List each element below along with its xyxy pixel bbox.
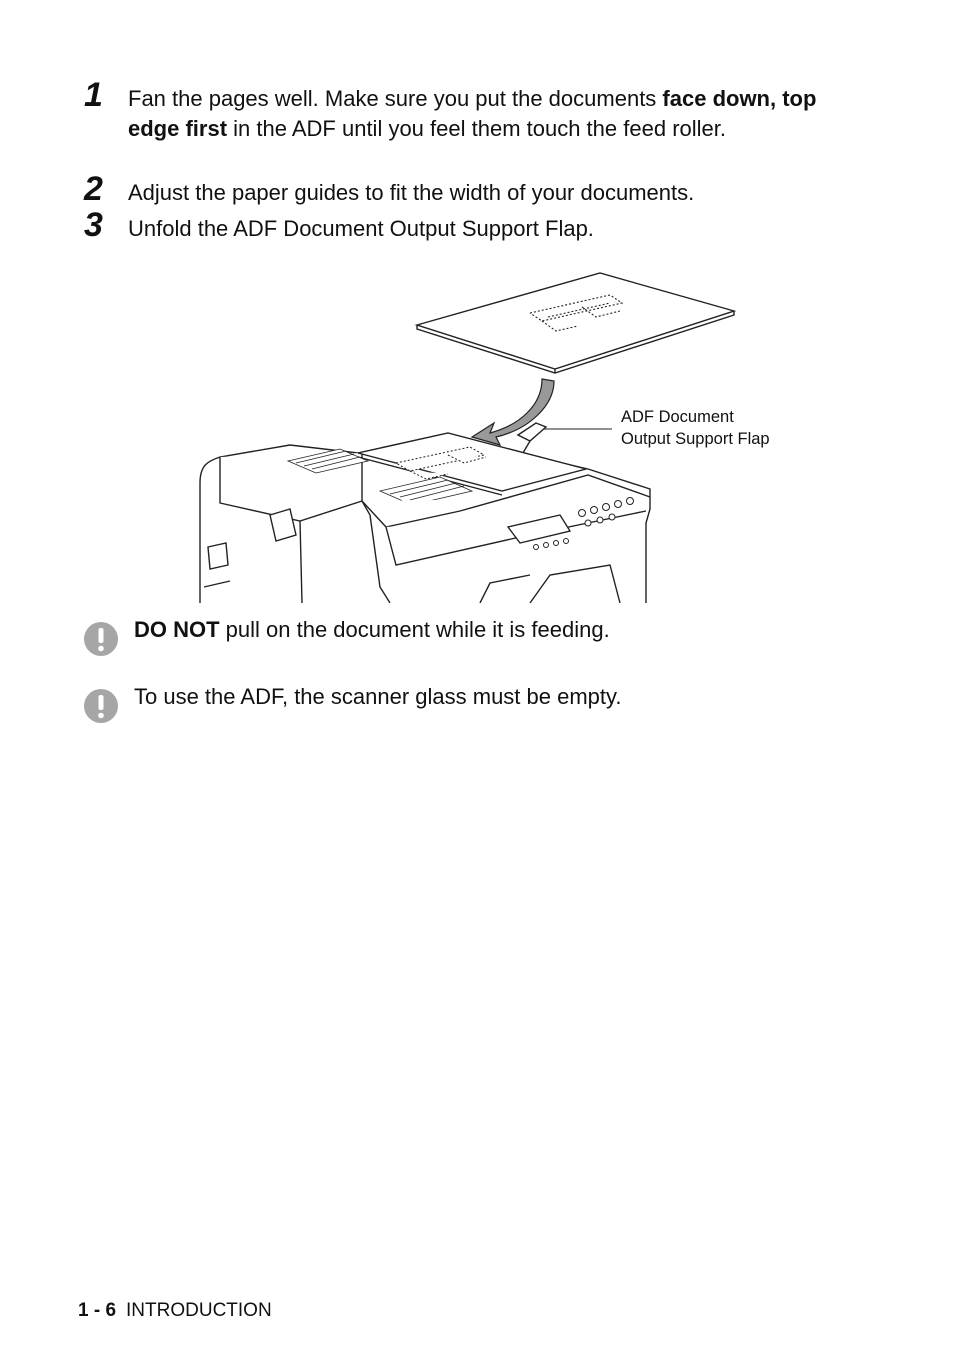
step-number: 3 [84,206,103,244]
step-text: Adjust the paper guides to fit the width… [128,180,695,205]
step-number: 2 [84,170,103,208]
emphasis: face down, top edge first [128,86,817,141]
callout-label: ADF Document Output Support Flap [621,408,770,448]
step-text: Fan the pages well. Make sure you put th… [128,86,817,141]
note-text: To use the ADF, the scanner glass must b… [134,684,622,709]
exclamation-icon [84,622,118,656]
exclamation-icon [84,689,118,723]
section-title: INTRODUCTION [126,1300,272,1321]
page-footer: 1 - 6 INTRODUCTION [78,1300,272,1322]
insert-arrow [470,378,555,446]
emphasis: DO NOT [134,617,220,642]
note-text: DO NOT pull on the document while it is … [134,617,610,642]
panel-buttons [533,497,634,550]
adf-illustration [199,272,737,603]
machine [199,422,651,603]
step-number: 1 [84,76,103,114]
document-sheet [414,272,737,374]
page-number: 1 - 6 [78,1300,117,1321]
step-text: Unfold the ADF Document Output Support F… [128,216,594,241]
